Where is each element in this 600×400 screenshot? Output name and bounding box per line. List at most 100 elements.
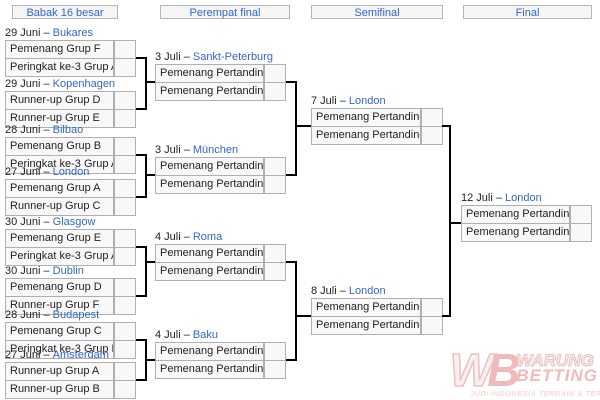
bracket-connector-line bbox=[145, 174, 155, 176]
match-date: 3 Juli – bbox=[155, 51, 190, 63]
match-qf-1: 3 Juli –Sankt-Peterburg Pemenang Pertand… bbox=[155, 51, 286, 101]
bracket-connector-line bbox=[136, 154, 147, 156]
wb-logo: WB bbox=[449, 346, 520, 394]
team-row: Pemenang Pertandingan 49 bbox=[461, 205, 592, 224]
match-city-link[interactable]: Kopenhagen bbox=[52, 78, 116, 90]
team-name: Runner-up Grup B bbox=[5, 380, 114, 399]
match-city-link[interactable]: Bilbao bbox=[52, 124, 84, 136]
team-row: Pemenang Grup E bbox=[5, 229, 136, 248]
bracket-connector-line bbox=[295, 81, 297, 176]
match-city-link[interactable]: Baku bbox=[192, 329, 218, 341]
team-name: Pemenang Pertandingan 39 bbox=[155, 157, 264, 176]
team-name: Pemenang Pertandingan 44 bbox=[155, 262, 264, 281]
match-city-link[interactable]: Bukares bbox=[52, 27, 94, 39]
team-row: Peringkat ke-3 Grup A/B/C/D bbox=[5, 247, 136, 266]
score-cell bbox=[421, 316, 443, 335]
watermark-tagline: JUDI INDONESIA TERBAIK & TERPERCAYA bbox=[470, 389, 600, 398]
bracket-connector-line bbox=[145, 246, 147, 297]
score-cell bbox=[264, 175, 286, 194]
match-date: 3 Juli – bbox=[155, 144, 190, 156]
bracket-connector-line bbox=[136, 295, 147, 297]
match-r16-7: 28 Juni –Budapest Pemenang Grup C Pering… bbox=[5, 309, 136, 359]
watermark-line1: WARUNG bbox=[516, 351, 594, 370]
team-row: Runner-up Grup B bbox=[5, 380, 136, 399]
score-cell bbox=[421, 108, 443, 127]
bracket-connector-line bbox=[136, 196, 147, 198]
watermark-wordmark: WARUNG BETTING bbox=[516, 351, 598, 385]
match-city-link[interactable]: London bbox=[348, 95, 386, 107]
team-row: Peringkat ke-3 Grup A/D/E/F bbox=[5, 155, 136, 174]
team-name: Pemenang Grup A bbox=[5, 179, 114, 198]
bracket-connector-line bbox=[286, 81, 297, 83]
team-name: Pemenang Pertandingan 41 bbox=[155, 64, 264, 83]
match-label: 28 Juni –Bilbao bbox=[5, 124, 136, 137]
match-label: 30 Juni –Glasgow bbox=[5, 216, 136, 229]
match-r16-3: 28 Juni –Bilbao Pemenang Grup B Peringka… bbox=[5, 124, 136, 174]
match-date: 12 Juli – bbox=[461, 192, 502, 204]
team-row: Pemenang Pertandingan 40 bbox=[155, 342, 286, 361]
team-name: Runner-up Grup E bbox=[5, 109, 114, 128]
score-cell bbox=[570, 223, 592, 242]
bracket-connector-line bbox=[136, 57, 147, 59]
wb-logo-w: W bbox=[449, 344, 494, 396]
team-name: Pemenang Pertandingan 38 bbox=[155, 360, 264, 379]
team-name: Pemenang Grup F bbox=[5, 40, 114, 59]
team-row: Peringkat ke-3 Grup A/B/C bbox=[5, 58, 136, 77]
score-cell bbox=[114, 109, 136, 128]
match-city-link[interactable]: London bbox=[504, 192, 542, 204]
match-r16-6: 30 Juni –Dublin Pemenang Grup D Runner-u… bbox=[5, 265, 136, 315]
team-row: Pemenang Pertandingan 38 bbox=[155, 360, 286, 379]
match-label: 4 Juli –Baku bbox=[155, 329, 286, 342]
match-label: 27 Juni –London bbox=[5, 166, 136, 179]
match-qf-3: 4 Juli –Roma Pemenang Pertandingan 43 Pe… bbox=[155, 231, 286, 281]
team-row: Pemenang Pertandingan 39 bbox=[155, 157, 286, 176]
match-city-link[interactable]: Roma bbox=[192, 231, 223, 243]
match-city-link[interactable]: London bbox=[348, 285, 386, 297]
score-cell bbox=[264, 82, 286, 101]
team-row: Pemenang Grup D bbox=[5, 278, 136, 297]
match-city-link[interactable]: Dublin bbox=[52, 265, 84, 277]
bracket-connector-line bbox=[145, 261, 155, 263]
team-row: Pemenang Pertandingan 44 bbox=[155, 262, 286, 281]
match-city-link[interactable]: Budapest bbox=[52, 309, 100, 321]
match-date: 28 Juni – bbox=[5, 124, 50, 136]
match-date: 30 Juni – bbox=[5, 265, 50, 277]
team-name: Runner-up Grup A bbox=[5, 362, 114, 381]
bracket-connector-line bbox=[286, 174, 297, 176]
team-row: Pemenang Pertandingan 41 bbox=[155, 64, 286, 83]
team-name: Pemenang Pertandingan 40 bbox=[155, 342, 264, 361]
match-city-link[interactable]: Glasgow bbox=[52, 216, 96, 228]
match-city-link[interactable]: München bbox=[192, 144, 239, 156]
match-city-link[interactable]: Sankt-Peterburg bbox=[192, 51, 273, 63]
score-cell bbox=[114, 247, 136, 266]
team-name: Pemenang Pertandingan 49 bbox=[461, 205, 570, 224]
match-city-link[interactable]: London bbox=[52, 166, 90, 178]
team-name: Pemenang Grup D bbox=[5, 278, 114, 297]
round-header-qf: Perempat final bbox=[160, 5, 290, 19]
score-cell bbox=[114, 278, 136, 297]
match-city-link[interactable]: Amsterdam bbox=[52, 349, 109, 361]
score-cell bbox=[264, 342, 286, 361]
score-cell bbox=[264, 64, 286, 83]
team-row: Pemenang Pertandingan 43 bbox=[155, 244, 286, 263]
team-row: Runner-up Grup D bbox=[5, 91, 136, 110]
team-name: Runner-up Grup F bbox=[5, 296, 114, 315]
team-row: Runner-up Grup C bbox=[5, 197, 136, 216]
round-header-r16: Babak 16 besar bbox=[12, 5, 118, 19]
match-label: 3 Juli –Sankt-Peterburg bbox=[155, 51, 286, 64]
score-cell bbox=[114, 179, 136, 198]
score-cell bbox=[114, 296, 136, 315]
score-cell bbox=[114, 362, 136, 381]
team-row: Pemenang Grup B bbox=[5, 137, 136, 156]
match-label: 27 Juni –Amsterdam bbox=[5, 349, 136, 362]
team-name: Pemenang Pertandingan 46 bbox=[311, 126, 421, 145]
match-label: 29 Juni –Kopenhagen bbox=[5, 78, 136, 91]
team-row: Pemenang Pertandingan 37 bbox=[155, 175, 286, 194]
bracket-connector-line bbox=[145, 359, 155, 361]
score-cell bbox=[114, 197, 136, 216]
bracket-connector-line bbox=[145, 57, 147, 110]
match-r16-4: 27 Juni –London Pemenang Grup A Runner-u… bbox=[5, 166, 136, 216]
bracket-connector-line bbox=[136, 246, 147, 248]
match-qf-2: 3 Juli –München Pemenang Pertandingan 39… bbox=[155, 144, 286, 194]
